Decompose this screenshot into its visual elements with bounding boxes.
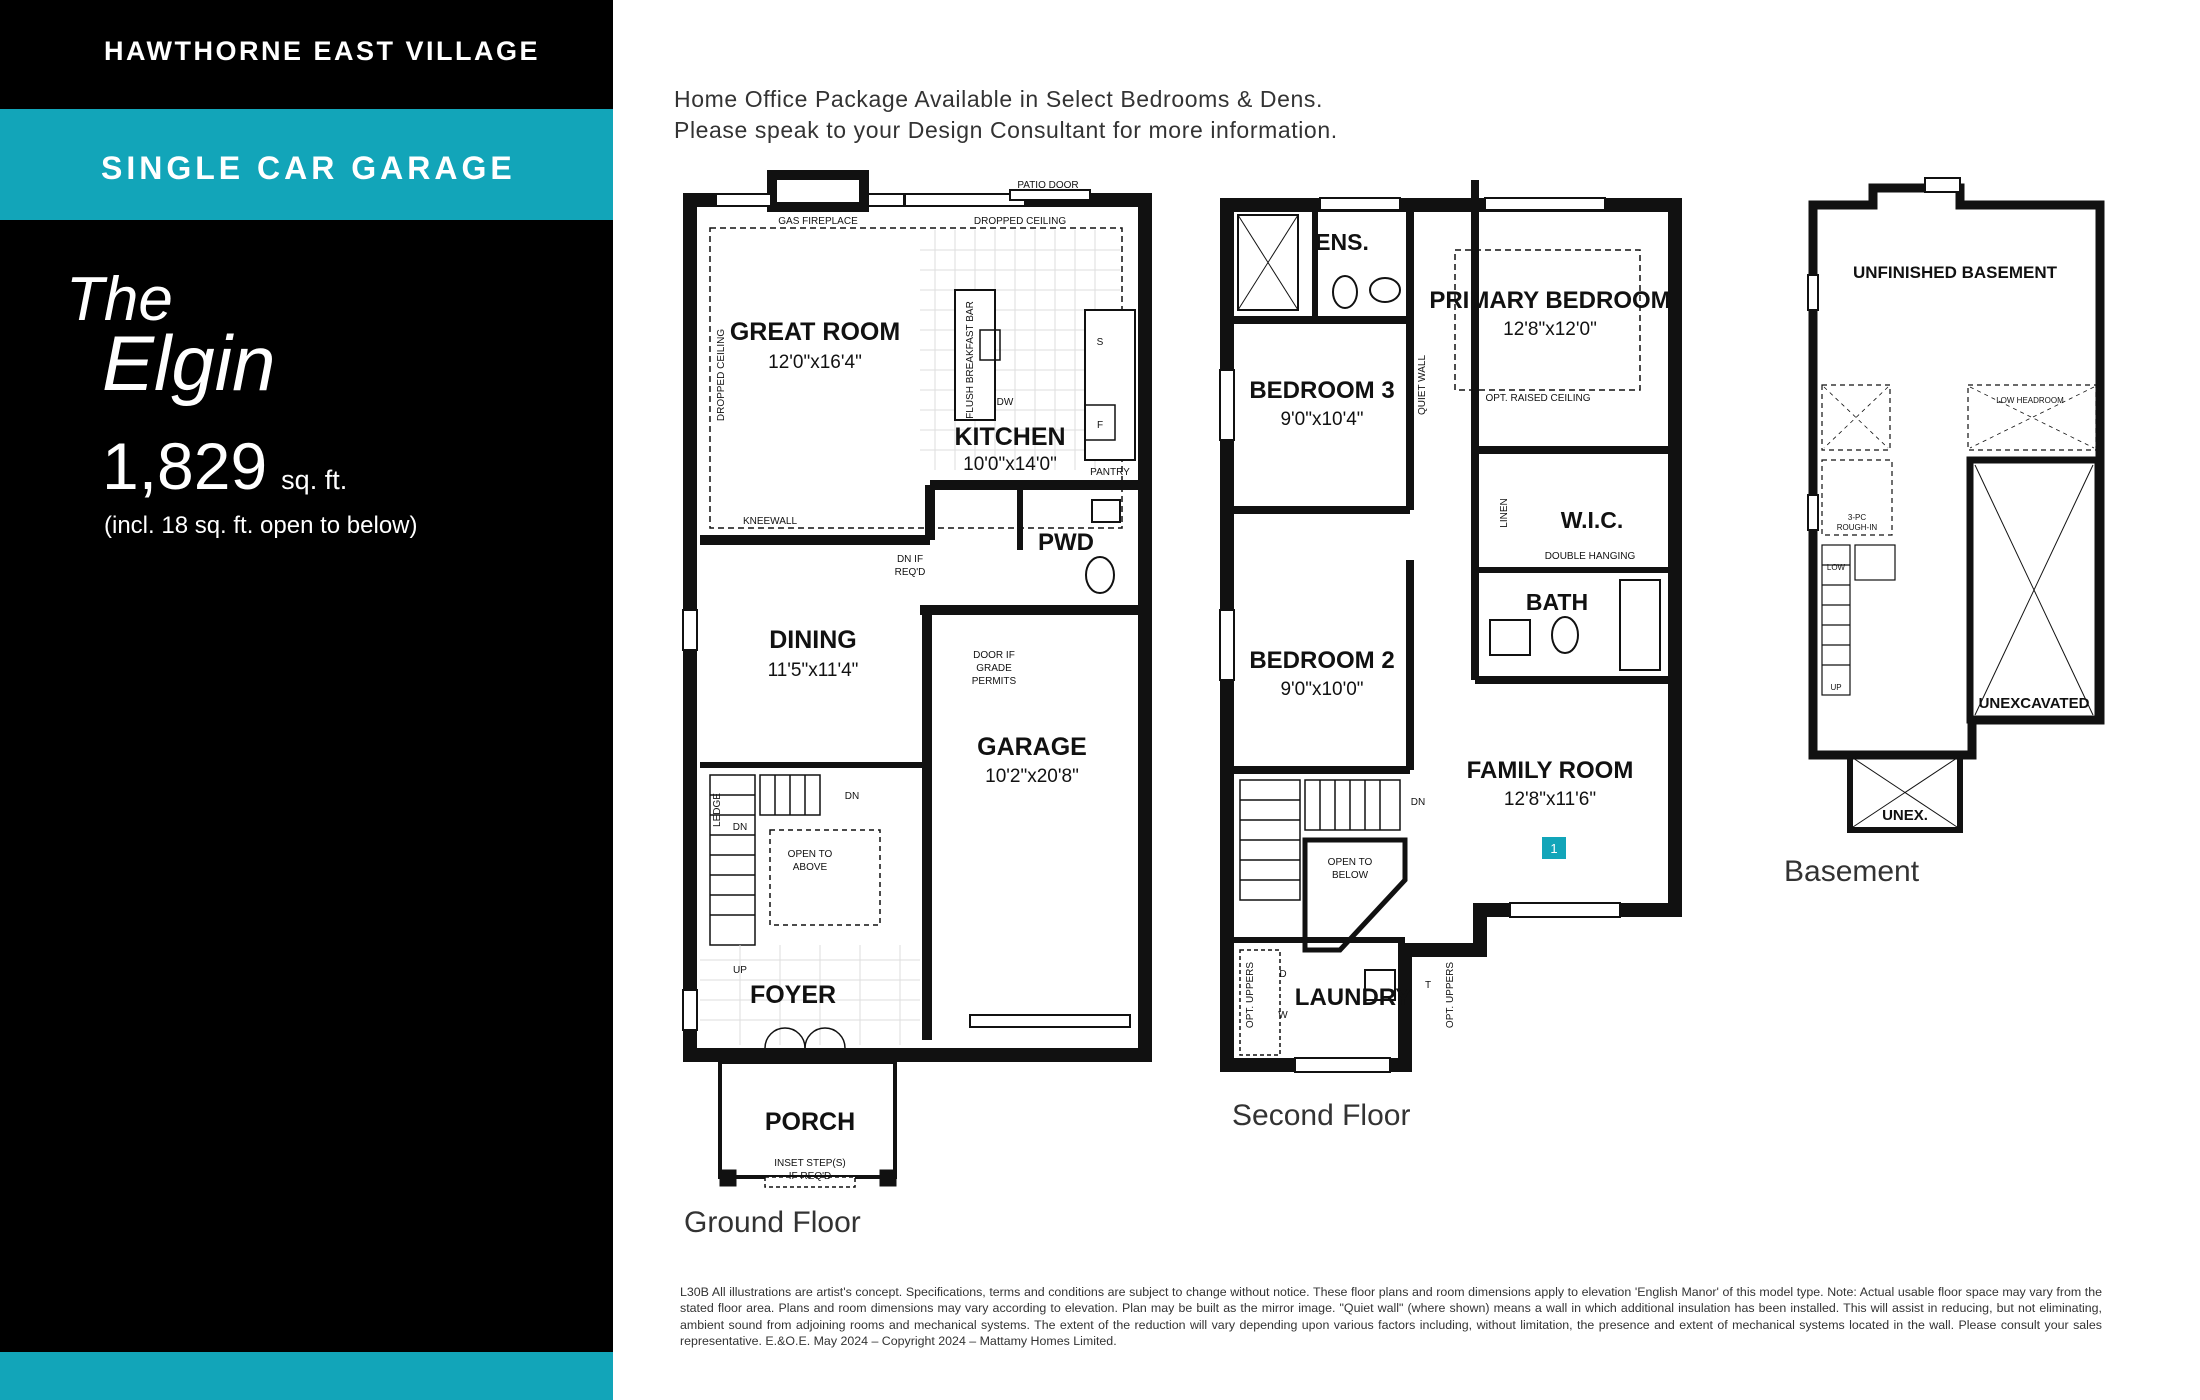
double-hanging-label: DOUBLE HANGING (1545, 551, 1636, 562)
model-name-script: The Elgin (66, 265, 275, 407)
inset-steps-1: INSET STEP(S) (774, 1158, 846, 1169)
dn-label: DN (1411, 797, 1425, 808)
primary-bedroom-dim: 12'8"x12'0" (1503, 319, 1597, 340)
bath-rough-label: 3-PC (1848, 513, 1866, 522)
low-headroom-1: LOW HEADROOM (1996, 396, 2064, 405)
door-grade-2: GRADE (976, 663, 1012, 674)
bath-name: BATH (1526, 589, 1588, 615)
notice-line2: Please speak to your Design Consultant f… (674, 117, 1338, 143)
unfinished-basement-label: UNFINISHED BASEMENT (1853, 263, 2058, 282)
basement-label: Basement (1784, 855, 1920, 888)
second-outer-wall (1220, 198, 1682, 1072)
home-office-notice: Home Office Package Available in Select … (674, 84, 1338, 146)
ensuite-name: ENS. (1315, 229, 1369, 255)
patio-door-label: PATIO DOOR (1017, 180, 1078, 191)
great-room-name: GREAT ROOM (730, 318, 900, 346)
fireplace-bump (767, 170, 869, 212)
dn-if-reqd-2: REQ'D (895, 567, 926, 578)
ground-floor-plan: GREAT ROOM 12'0"x16'4" KITCHEN 10'0"x14'… (682, 170, 1152, 1188)
dryer-label: D (1279, 969, 1286, 980)
open-above-2: ABOVE (793, 862, 828, 873)
family-room-dim: 12'8"x11'6" (1504, 789, 1596, 810)
dining-name: DINING (769, 626, 857, 654)
open-below-2: BELOW (1332, 870, 1369, 881)
low-headroom-2: LOW (1827, 563, 1846, 572)
kneewall-label: KNEEWALL (743, 516, 798, 527)
door-grade-3: PERMITS (972, 676, 1017, 687)
notice-line1: Home Office Package Available in Select … (674, 86, 1323, 112)
up-label: UP (733, 965, 747, 976)
garage-dim: 10'2"x20'8" (985, 766, 1079, 787)
ground-floor-label: Ground Floor (684, 1206, 861, 1239)
sidebar: HAWTHORNE EAST VILLAGE SINGLE CAR GARAGE… (0, 0, 613, 1400)
kitchen-dim: 10'0"x14'0" (963, 454, 1057, 475)
opt-uppers-right: OPT. UPPERS (1445, 962, 1456, 1028)
quiet-wall-label: QUIET WALL (1417, 355, 1428, 415)
square-footage: 1,829 sq. ft. (102, 428, 347, 504)
basement-plan: UNFINISHED BASEMENT UNEXCAVATED UNEX. LO… (1807, 177, 2105, 833)
info-badge[interactable] (1542, 837, 1566, 859)
wic-name: W.I.C. (1561, 507, 1624, 533)
bedroom3-dim: 9'0"x10'4" (1280, 409, 1363, 430)
open-above-1: OPEN TO (788, 849, 833, 860)
dropped-ceiling-side-label: DROPPED CEILING (716, 329, 727, 421)
unexcavated-label: UNEXCAVATED (1979, 695, 2090, 712)
sqft-note: (incl. 18 sq. ft. open to below) (104, 512, 418, 539)
foyer-name: FOYER (750, 981, 836, 1009)
dining-dim: 11'5"x11'4" (768, 660, 859, 681)
bedroom2-name: BEDROOM 2 (1249, 647, 1394, 674)
linen-label: LINEN (1499, 498, 1510, 527)
garage-type-band (0, 109, 613, 220)
bedroom3-name: BEDROOM 3 (1249, 377, 1394, 404)
model-name-line1: The (66, 265, 173, 334)
flush-bar-label: FLUSH BREAKFAST BAR (965, 301, 976, 419)
model-name-line2: Elgin (102, 319, 275, 407)
unex-label: UNEX. (1882, 807, 1928, 824)
inset-steps-2: IF REQ'D (789, 1171, 831, 1182)
dropped-ceiling-top-label: DROPPED CEILING (974, 216, 1066, 227)
pwd-name: PWD (1038, 529, 1094, 556)
rough-in-label: ROUGH-IN (1837, 523, 1878, 532)
dn-label-2: DN (845, 791, 859, 802)
fridge-label: F (1097, 420, 1103, 431)
door-grade-1: DOOR IF (973, 650, 1015, 661)
dn-label-1: DN (733, 822, 747, 833)
laundry-name: LAUNDRY (1295, 984, 1411, 1011)
footer-band (0, 1352, 613, 1400)
community-name: HAWTHORNE EAST VILLAGE (104, 36, 541, 66)
second-floor-label: Second Floor (1232, 1099, 1411, 1132)
tub-label: T (1425, 980, 1431, 991)
bedroom2-dim: 9'0"x10'0" (1280, 679, 1363, 700)
ledge-label: LEDGE (712, 793, 723, 827)
great-room-dim: 12'0"x16'4" (768, 352, 862, 373)
basement-up-label: UP (1830, 683, 1841, 692)
opt-uppers-left: OPT. UPPERS (1245, 962, 1256, 1028)
second-floor-plan: PRIMARY BEDROOM 12'8"x12'0" BEDROOM 3 9'… (1219, 180, 1682, 1073)
pantry-label: PANTRY (1090, 467, 1130, 478)
dn-if-reqd-1: DN IF (897, 554, 923, 565)
sqft-unit: sq. ft. (281, 465, 348, 495)
info-badge-number: 1 (1550, 841, 1557, 856)
primary-bedroom-name: PRIMARY BEDROOM (1429, 287, 1670, 314)
sink-label: S (1097, 337, 1104, 348)
sqft-value: 1,829 (102, 429, 268, 503)
garage-type-label: SINGLE CAR GARAGE (101, 150, 516, 186)
family-room-name: FAMILY ROOM (1467, 757, 1634, 784)
dw-label: DW (997, 397, 1014, 408)
open-below-1: OPEN TO (1328, 857, 1373, 868)
porch-name: PORCH (765, 1108, 855, 1136)
washer-label: W (1278, 1010, 1288, 1021)
legal-disclaimer: L30B All illustrations are artist's conc… (680, 1285, 2102, 1349)
garage-name: GARAGE (977, 733, 1087, 761)
opt-raised-label: OPT. RAISED CEILING (1485, 393, 1590, 404)
gas-fireplace-label: GAS FIREPLACE (778, 216, 858, 227)
kitchen-name: KITCHEN (954, 423, 1065, 451)
